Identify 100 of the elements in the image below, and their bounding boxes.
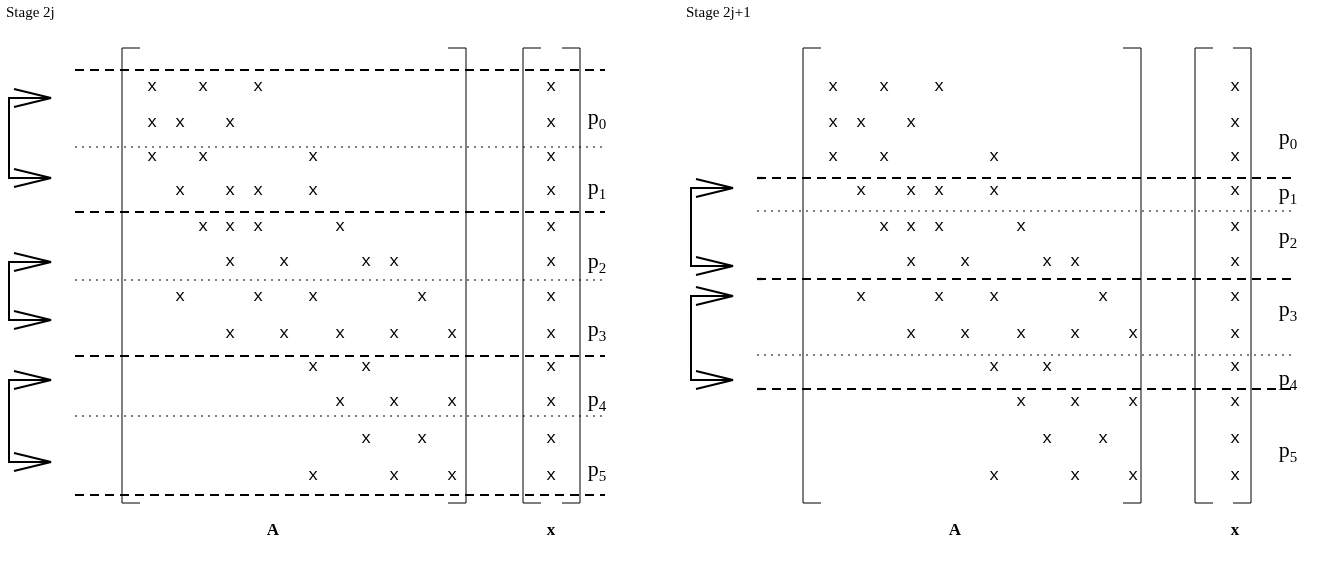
matrix-entry: x <box>334 216 346 236</box>
matrix-entry: x <box>905 323 917 343</box>
matrix-entry: x <box>1041 356 1053 376</box>
matrix-entry: x <box>278 323 290 343</box>
matrix-name: A <box>948 520 962 540</box>
matrix-entry: x <box>388 465 400 485</box>
matrix-entry: x <box>827 146 839 166</box>
matrix-entry: x <box>905 251 917 271</box>
matrix-entry: x <box>1069 465 1081 485</box>
matrix-entry: x <box>307 180 319 200</box>
matrix-entry: x <box>416 428 428 448</box>
vector-entry: x <box>545 146 557 166</box>
matrix-entry: x <box>146 146 158 166</box>
matrix-entry: x <box>988 146 1000 166</box>
matrix-entry: x <box>905 180 917 200</box>
matrix-entry: x <box>360 251 372 271</box>
matrix-entry: x <box>878 146 890 166</box>
matrix-entry: x <box>224 112 236 132</box>
matrix-entry: x <box>197 76 209 96</box>
matrix-entry: x <box>174 112 186 132</box>
vector-entry: x <box>545 428 557 448</box>
vector-entry: x <box>545 286 557 306</box>
matrix-entry: x <box>252 286 264 306</box>
processor-label: p$_{4}$ <box>587 385 607 415</box>
matrix-entry: x <box>855 112 867 132</box>
matrix-entry: x <box>933 76 945 96</box>
processor-label: p$_{0}$ <box>1278 123 1298 153</box>
matrix-entry: x <box>197 216 209 236</box>
vector-entry: x <box>1229 428 1241 448</box>
vector-entry: x <box>1229 76 1241 96</box>
matrix-entry: x <box>146 112 158 132</box>
matrix-entry: x <box>224 251 236 271</box>
matrix-entry: x <box>334 323 346 343</box>
matrix-entry: x <box>933 286 945 306</box>
matrix-entry: x <box>1015 391 1027 411</box>
stage-title: Stage 2j+1 <box>686 4 751 21</box>
matrix-entry: x <box>146 76 158 96</box>
matrix-entry: x <box>827 112 839 132</box>
vector-entry: x <box>1229 251 1241 271</box>
matrix-entry: x <box>278 251 290 271</box>
matrix-entry: x <box>446 391 458 411</box>
matrix-entry: x <box>988 286 1000 306</box>
matrix-entry: x <box>1127 323 1139 343</box>
matrix-entry: x <box>197 146 209 166</box>
matrix-entry: x <box>388 391 400 411</box>
stage-title: Stage 2j <box>6 4 55 21</box>
matrix-entry: x <box>878 216 890 236</box>
matrix-entry: x <box>446 323 458 343</box>
vector-name: x <box>546 520 556 540</box>
matrix-entry: x <box>224 323 236 343</box>
processor-label: p$_{4}$ <box>1278 364 1298 394</box>
vector-name: x <box>1230 520 1240 540</box>
matrix-entry: x <box>307 286 319 306</box>
matrix-entry: x <box>905 112 917 132</box>
matrix-entry: x <box>988 180 1000 200</box>
matrix-entry: x <box>1041 251 1053 271</box>
matrix-entry: x <box>1127 465 1139 485</box>
processor-label: p$_{1}$ <box>1278 178 1298 208</box>
matrix-entry: x <box>1097 286 1109 306</box>
vector-entry: x <box>1229 286 1241 306</box>
matrix-entry: x <box>1015 216 1027 236</box>
matrix-entry: x <box>959 251 971 271</box>
matrix-entry: x <box>252 76 264 96</box>
matrix-entry: x <box>988 465 1000 485</box>
matrix-entry: x <box>252 216 264 236</box>
matrix-entry: x <box>1069 323 1081 343</box>
matrix-entry: x <box>174 180 186 200</box>
vector-entry: x <box>545 180 557 200</box>
vector-entry: x <box>545 323 557 343</box>
matrix-entry: x <box>1015 323 1027 343</box>
matrix-entry: x <box>224 216 236 236</box>
vector-entry: x <box>1229 180 1241 200</box>
processor-label: p$_{5}$ <box>587 455 607 485</box>
matrix-entry: x <box>307 146 319 166</box>
matrix-entry: x <box>360 356 372 376</box>
vector-entry: x <box>1229 146 1241 166</box>
vector-entry: x <box>545 356 557 376</box>
matrix-entry: x <box>933 216 945 236</box>
matrix-entry: x <box>307 465 319 485</box>
matrix-entry: x <box>388 251 400 271</box>
matrix-entry: x <box>855 180 867 200</box>
matrix-entry: x <box>252 180 264 200</box>
processor-label: p$_{3}$ <box>1278 295 1298 325</box>
processor-label: p$_{2}$ <box>587 247 607 277</box>
matrix-entry: x <box>388 323 400 343</box>
vector-entry: x <box>1229 465 1241 485</box>
matrix-entry: x <box>827 76 839 96</box>
vector-entry: x <box>545 112 557 132</box>
vector-entry: x <box>1229 323 1241 343</box>
matrix-entry: x <box>933 180 945 200</box>
vector-entry: x <box>1229 356 1241 376</box>
matrix-entry: x <box>446 465 458 485</box>
matrix-entry: x <box>307 356 319 376</box>
matrix-entry: x <box>1097 428 1109 448</box>
matrix-entry: x <box>334 391 346 411</box>
matrix-entry: x <box>1069 251 1081 271</box>
vector-entry: x <box>1229 216 1241 236</box>
matrix-entry: x <box>416 286 428 306</box>
matrix-entry: x <box>959 323 971 343</box>
vector-entry: x <box>545 391 557 411</box>
